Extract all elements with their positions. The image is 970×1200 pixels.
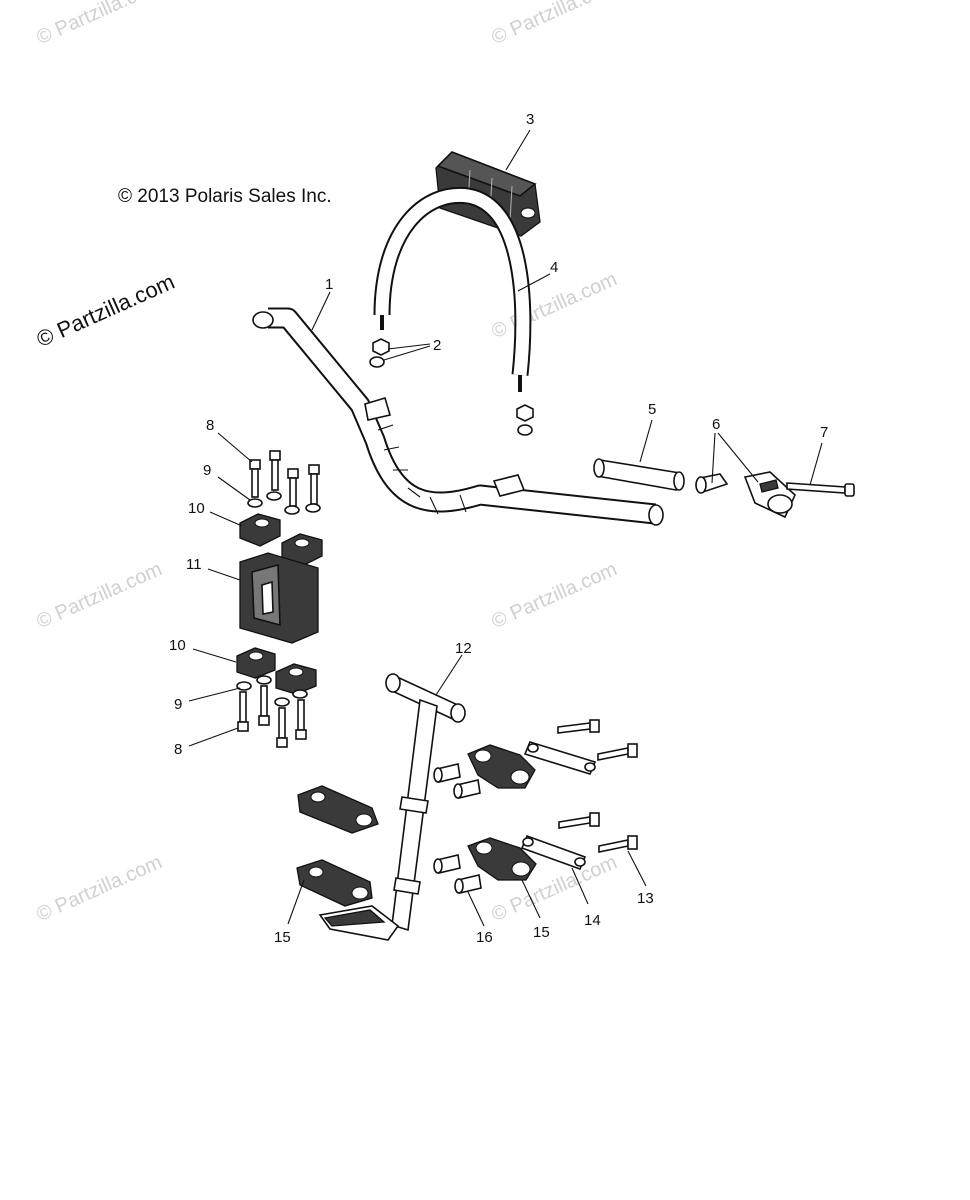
callout-6: 6 — [712, 416, 720, 433]
callout-15: 15 — [533, 924, 550, 941]
callout-12: 12 — [455, 640, 472, 657]
callout-3: 3 — [526, 111, 534, 128]
callout-1: 1 — [325, 276, 333, 293]
clamp-icon — [239, 513, 323, 567]
bolt-icon — [237, 685, 307, 748]
bracket-icon — [297, 744, 536, 834]
callout-16: 16 — [476, 929, 493, 946]
grip-icon — [593, 458, 685, 491]
callout-10: 10 — [169, 637, 186, 654]
bolt-icon — [249, 450, 320, 507]
bushing-icon — [433, 854, 482, 894]
washer-icon — [247, 491, 321, 515]
bolt-icon — [558, 812, 638, 853]
callout-9: 9 — [203, 462, 211, 479]
bracket-icon — [296, 837, 537, 907]
screw-icon — [786, 482, 855, 497]
copyright-notice: © 2013 Polaris Sales Inc. — [118, 186, 332, 207]
callout-13: 13 — [637, 890, 654, 907]
callout-9: 9 — [174, 696, 182, 713]
callout-15: 15 — [274, 929, 291, 946]
callout-labels: 1 2 3 4 5 6 7 8 9 10 11 10 9 8 12 13 14 … — [169, 111, 828, 946]
bushing-icon — [433, 763, 481, 799]
steering-post-icon — [318, 673, 466, 941]
handlebar-pad-icon — [435, 151, 541, 237]
plate-icon — [520, 834, 587, 871]
plate-icon — [523, 741, 597, 775]
hoop-bar-icon — [373, 186, 532, 392]
callout-10: 10 — [188, 500, 205, 517]
callout-14: 14 — [584, 912, 601, 929]
callout-11: 11 — [186, 556, 202, 573]
leader-lines — [188, 129, 823, 927]
callout-8: 8 — [206, 417, 214, 434]
bolt-icon — [557, 719, 638, 761]
washer-icon — [236, 675, 308, 707]
callout-5: 5 — [648, 401, 656, 418]
riser-block-icon — [239, 552, 319, 644]
clamp-icon — [236, 647, 317, 695]
bar-end-icon — [695, 471, 796, 519]
callout-8: 8 — [174, 741, 182, 758]
callout-2: 2 — [433, 337, 441, 354]
nut-icon — [369, 338, 534, 436]
callout-4: 4 — [550, 259, 558, 276]
handlebar-icon — [252, 307, 664, 526]
callout-7: 7 — [820, 424, 828, 441]
